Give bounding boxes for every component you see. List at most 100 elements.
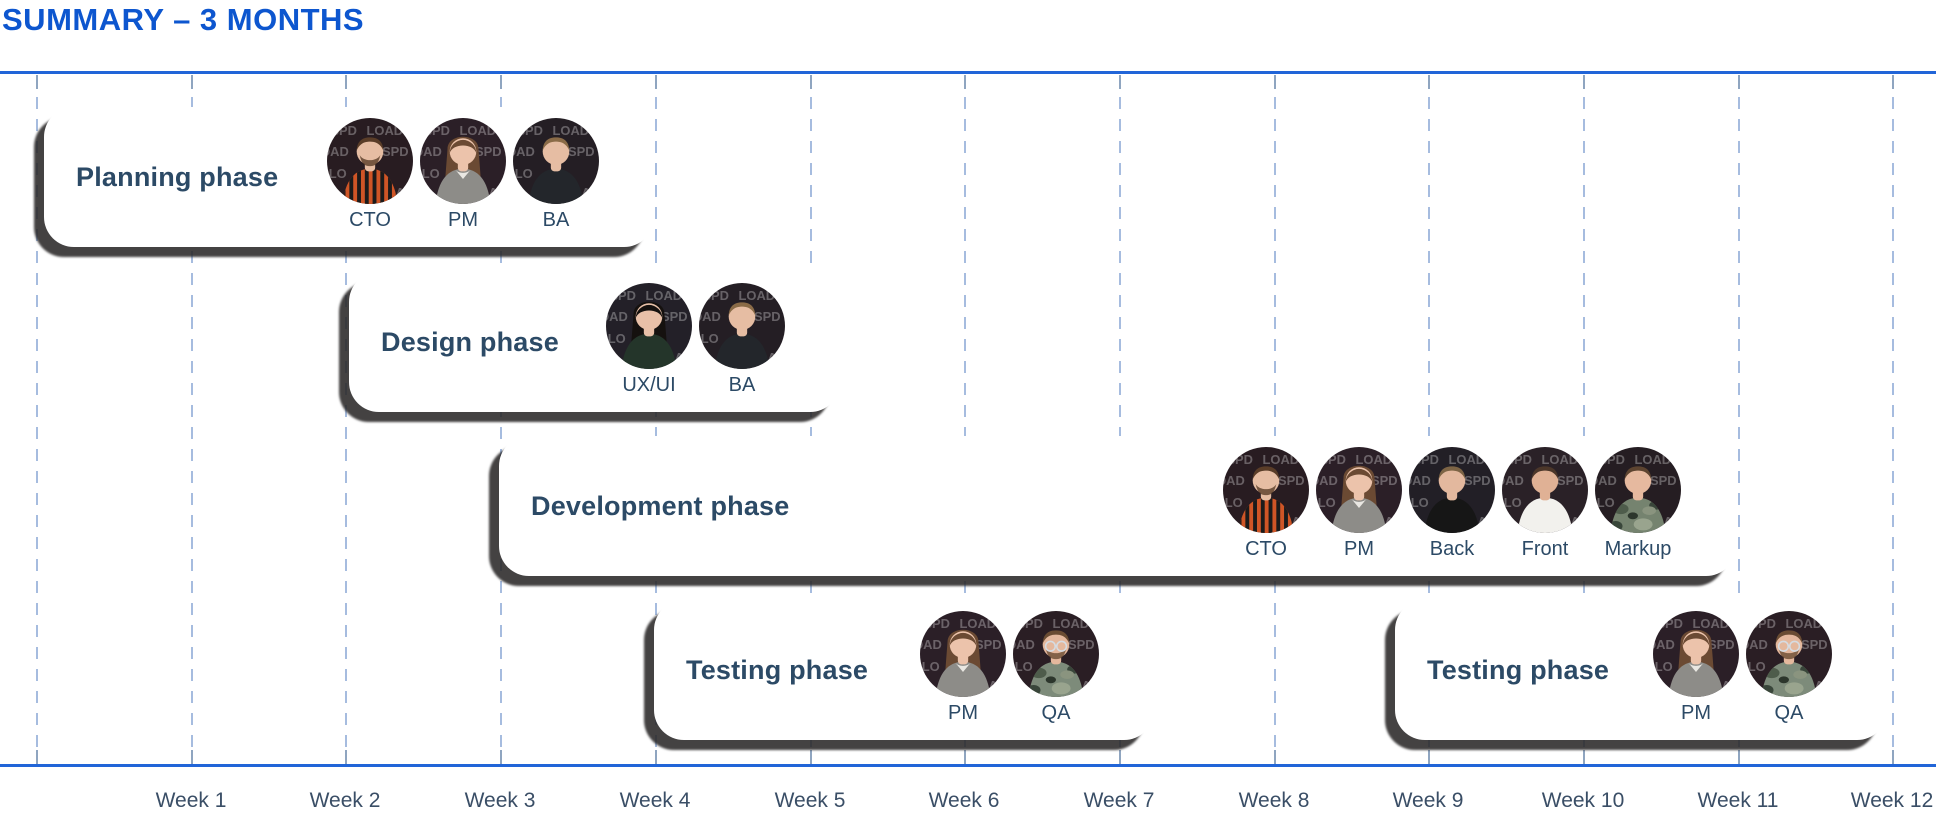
svg-text:OAD: OAD xyxy=(1409,473,1431,488)
week-label: Week 3 xyxy=(464,789,536,812)
team-member-back: SPDLOADOADSPDLOSPDOADBack xyxy=(1409,447,1495,561)
week-tick xyxy=(36,75,38,89)
member-role-label: UX/UI xyxy=(622,374,676,396)
svg-text:LO: LO xyxy=(701,331,719,346)
svg-text:LOAD: LOAD xyxy=(1053,616,1090,631)
page-title: SUMMARY – 3 MONTHS xyxy=(2,2,365,37)
avatar-qa-icon: SPDLOADOADSPDLOSPDOAD xyxy=(1746,611,1832,697)
phase-title: Planning phase xyxy=(76,161,279,192)
week-label: Week 7 xyxy=(1083,789,1155,812)
svg-text:SPD: SPD xyxy=(1708,637,1735,652)
week-label: Week 10 xyxy=(1541,789,1625,812)
week-tick xyxy=(964,75,966,89)
team-member-pm: SPDLOADOADSPDLOSPDOADPM xyxy=(420,118,506,232)
svg-text:SPD: SPD xyxy=(1278,473,1305,488)
week-tick xyxy=(191,75,193,89)
week-tick xyxy=(1274,750,1276,764)
svg-text:LOAD: LOAD xyxy=(367,123,404,138)
svg-text:SPD: SPD xyxy=(330,123,357,138)
team-member-cto: SPDLOADOADSPDLOSPDOADCTO xyxy=(1223,447,1309,561)
week-tick xyxy=(810,750,812,764)
svg-text:LO: LO xyxy=(608,331,626,346)
svg-text:OAD: OAD xyxy=(1746,637,1768,652)
team-member-front: SPDLOADOADSPDLOSPDOADFront xyxy=(1502,447,1588,561)
svg-text:LO: LO xyxy=(422,166,440,181)
member-role-label: CTO xyxy=(349,209,391,231)
team-member-pm: SPDLOADOADSPDLOSPDOADPM xyxy=(1653,611,1739,725)
svg-text:LOAD: LOAD xyxy=(1542,452,1579,467)
team-member-ux-ui: SPDLOADOADSPDLOSPDOADUX/UI xyxy=(606,283,692,397)
svg-text:SPD: SPD xyxy=(1801,637,1828,652)
svg-text:SPD: SPD xyxy=(1016,616,1043,631)
member-role-label: PM xyxy=(1344,538,1374,560)
team-avatars: SPDLOADOADSPDLOSPDOADPMSPDLOADOADSPDLOSP… xyxy=(1653,611,1832,725)
week-label: Week 12 xyxy=(1850,789,1934,812)
week-tick xyxy=(1274,75,1276,89)
week-tick xyxy=(810,75,812,89)
team-member-qa: SPDLOADOADSPDLOSPDOADQA xyxy=(1013,611,1099,725)
week-tick xyxy=(1428,75,1430,89)
week-tick xyxy=(1892,750,1894,764)
svg-text:SPD: SPD xyxy=(382,144,409,159)
team-avatars: SPDLOADOADSPDLOSPDOADPMSPDLOADOADSPDLOSP… xyxy=(920,611,1099,725)
week-gridline xyxy=(1738,75,1740,765)
member-role-label: PM xyxy=(948,702,978,724)
week-gridline xyxy=(810,75,812,765)
svg-text:LOAD: LOAD xyxy=(1263,452,1300,467)
svg-text:LOAD: LOAD xyxy=(1786,616,1823,631)
member-role-label: QA xyxy=(1041,702,1071,724)
svg-text:LOAD: LOAD xyxy=(1449,452,1486,467)
week-tick xyxy=(1583,750,1585,764)
member-role-label: BA xyxy=(542,209,570,231)
team-avatars: SPDLOADOADSPDLOSPDOADCTOSPDLOADOADSPDLOS… xyxy=(1223,447,1681,561)
svg-text:OAD: OAD xyxy=(920,637,942,652)
member-role-label: PM xyxy=(1681,702,1711,724)
week-tick xyxy=(1428,750,1430,764)
avatar-markup-icon: SPDLOADOADSPDLOSPDOAD xyxy=(1595,447,1681,533)
svg-text:OAD: OAD xyxy=(1223,473,1245,488)
svg-text:SPD: SPD xyxy=(475,144,502,159)
week-gridline xyxy=(964,75,966,765)
svg-text:SPD: SPD xyxy=(1650,473,1677,488)
svg-text:SPD: SPD xyxy=(1412,452,1439,467)
team-member-pm: SPDLOADOADSPDLOSPDOADPM xyxy=(920,611,1006,725)
week-label: Week 5 xyxy=(774,789,846,812)
svg-text:LOAD: LOAD xyxy=(960,616,997,631)
week-label: Week 6 xyxy=(928,789,1000,812)
svg-text:OAD: OAD xyxy=(327,144,349,159)
svg-text:SPD: SPD xyxy=(661,309,688,324)
week-label: Week 9 xyxy=(1392,789,1464,812)
svg-text:SPD: SPD xyxy=(1557,473,1584,488)
avatar-qa-icon: SPDLOADOADSPDLOSPDOAD xyxy=(1013,611,1099,697)
phase-card-development: Development phase SPDLOADOADSPDLOSPDOADC… xyxy=(499,436,1736,576)
svg-text:LO: LO xyxy=(1504,495,1522,510)
week-tick xyxy=(191,750,193,764)
week-gridline xyxy=(1119,75,1121,765)
svg-text:LO: LO xyxy=(1655,659,1673,674)
svg-text:LO: LO xyxy=(1318,495,1336,510)
svg-text:SPD: SPD xyxy=(1371,473,1398,488)
team-avatars: SPDLOADOADSPDLOSPDOADCTOSPDLOADOADSPDLOS… xyxy=(327,118,599,232)
svg-text:SPD: SPD xyxy=(423,123,450,138)
avatar-cto-icon: SPDLOADOADSPDLOSPDOAD xyxy=(327,118,413,204)
svg-text:LO: LO xyxy=(329,166,347,181)
week-tick xyxy=(1119,750,1121,764)
svg-text:LOAD: LOAD xyxy=(739,288,776,303)
week-tick xyxy=(500,75,502,89)
week-label: Week 1 xyxy=(155,789,227,812)
svg-text:SPD: SPD xyxy=(1598,452,1625,467)
week-gridline xyxy=(500,75,502,765)
week-tick xyxy=(1583,75,1585,89)
svg-text:LO: LO xyxy=(1411,495,1429,510)
timeline-bottom-line xyxy=(0,764,1936,767)
svg-text:SPD: SPD xyxy=(1505,452,1532,467)
week-label: Week 4 xyxy=(619,789,691,812)
avatar-front-icon: SPDLOADOADSPDLOSPDOAD xyxy=(1502,447,1588,533)
team-member-pm: SPDLOADOADSPDLOSPDOADPM xyxy=(1316,447,1402,561)
svg-text:LOAD: LOAD xyxy=(553,123,590,138)
svg-text:LOAD: LOAD xyxy=(1356,452,1393,467)
phase-card-design: Design phase SPDLOADOADSPDLOSPDOADUX/UIS… xyxy=(349,272,840,412)
avatar-pm-icon: SPDLOADOADSPDLOSPDOAD xyxy=(420,118,506,204)
phase-title: Design phase xyxy=(381,326,559,357)
